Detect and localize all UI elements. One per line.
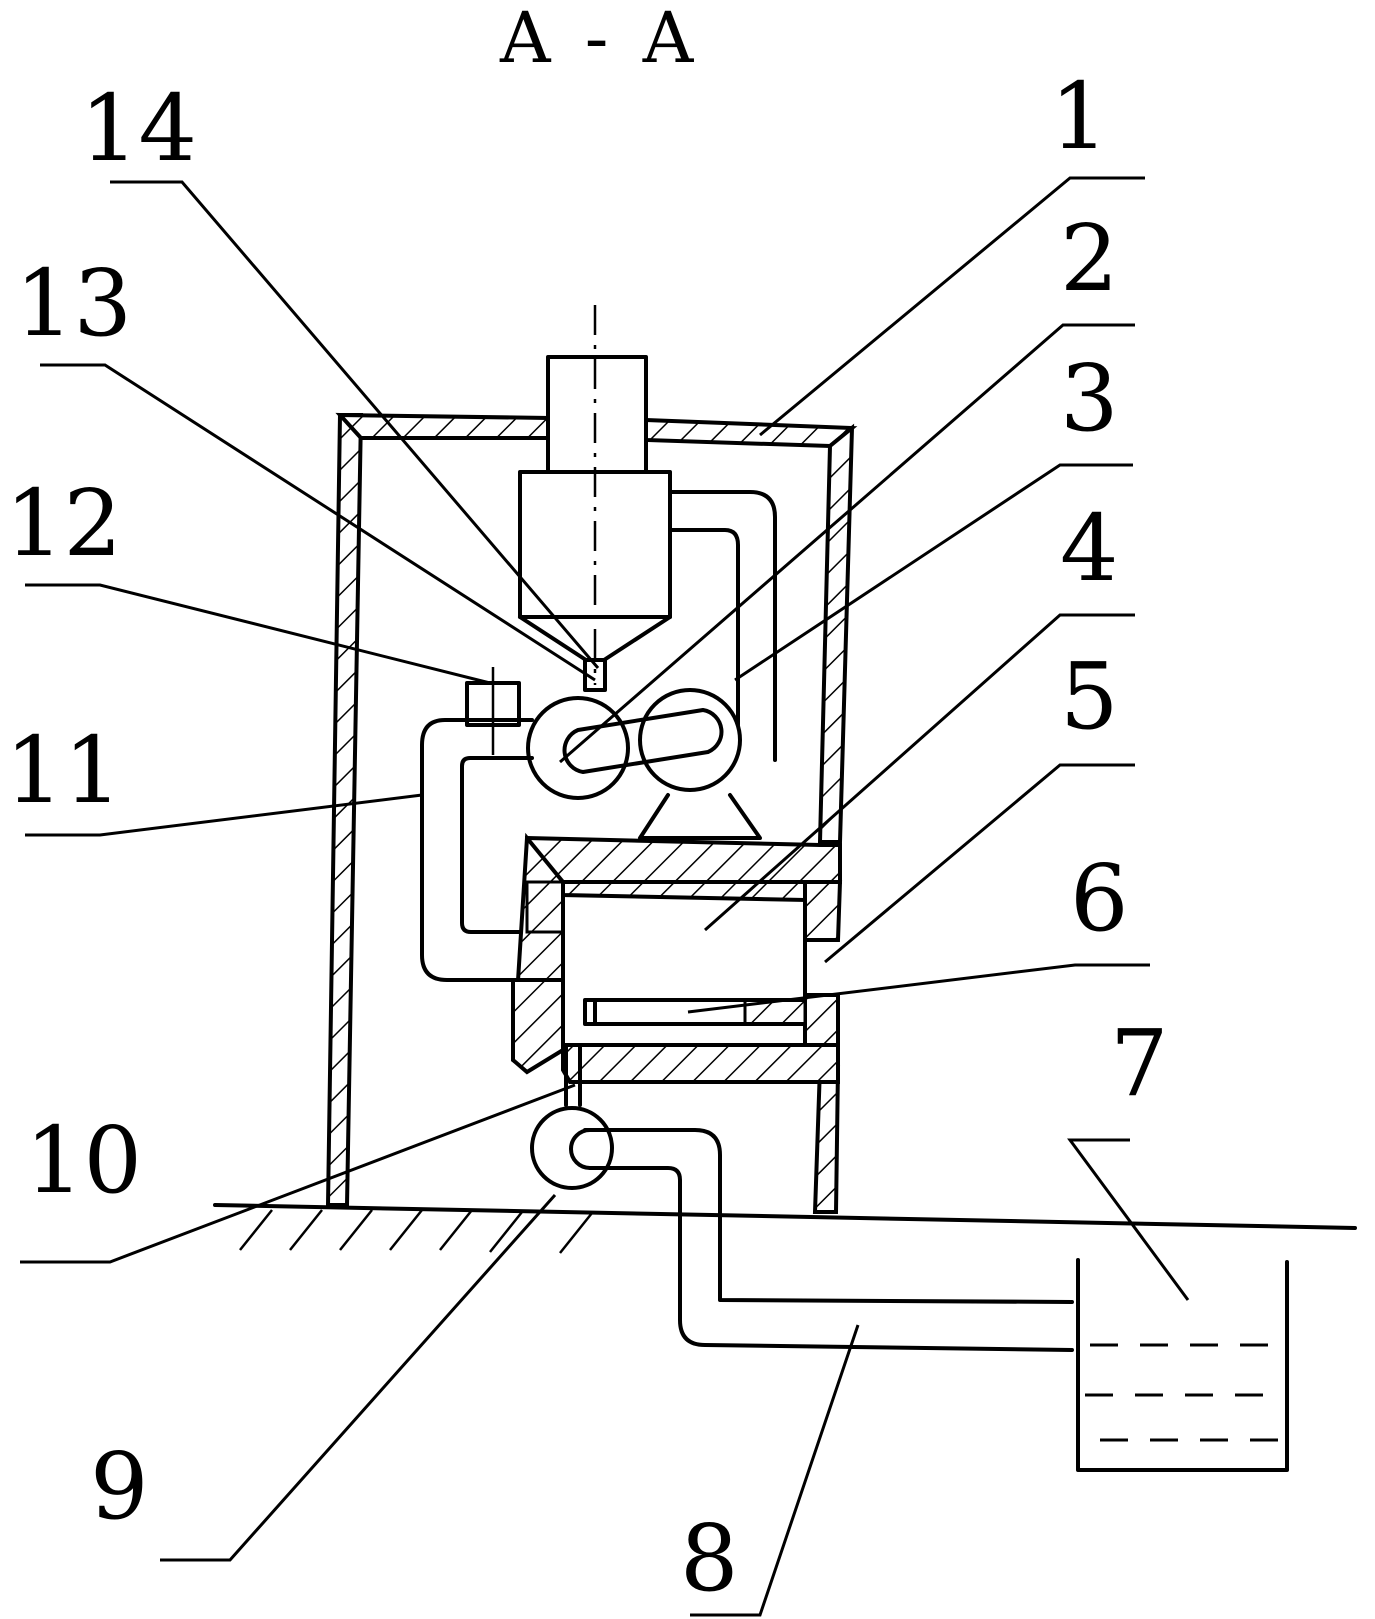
label-14: 14 [80, 75, 197, 182]
label-5: 5 [1060, 643, 1119, 750]
tank [1076, 1258, 1289, 1472]
label-8: 8 [680, 1505, 739, 1612]
label-11: 11 [5, 717, 122, 824]
label-13: 13 [15, 250, 132, 357]
motor-return-pipe [668, 490, 777, 762]
housing [325, 412, 858, 1214]
label-6: 6 [1070, 845, 1129, 952]
part-labels: 14 13 12 11 10 9 8 7 1 2 3 4 5 6 [5, 63, 1169, 1612]
section-title: A - A [499, 0, 699, 79]
drain-tube [564, 1043, 582, 1107]
label-4: 4 [1060, 495, 1119, 602]
label-10: 10 [25, 1107, 142, 1214]
label-3: 3 [1060, 345, 1119, 452]
valve [465, 667, 521, 755]
leader-lines [20, 176, 1190, 1617]
label-1: 1 [1050, 63, 1109, 170]
ground [213, 1203, 1357, 1254]
pump-pair [526, 688, 762, 840]
central-block [510, 832, 843, 1084]
label-9: 9 [90, 1433, 149, 1540]
label-12: 12 [5, 470, 122, 577]
label-7: 7 [1110, 1010, 1169, 1117]
side-pipe [420, 718, 565, 982]
outlet-pump-and-pipe [530, 1106, 1074, 1352]
label-2: 2 [1060, 205, 1119, 312]
